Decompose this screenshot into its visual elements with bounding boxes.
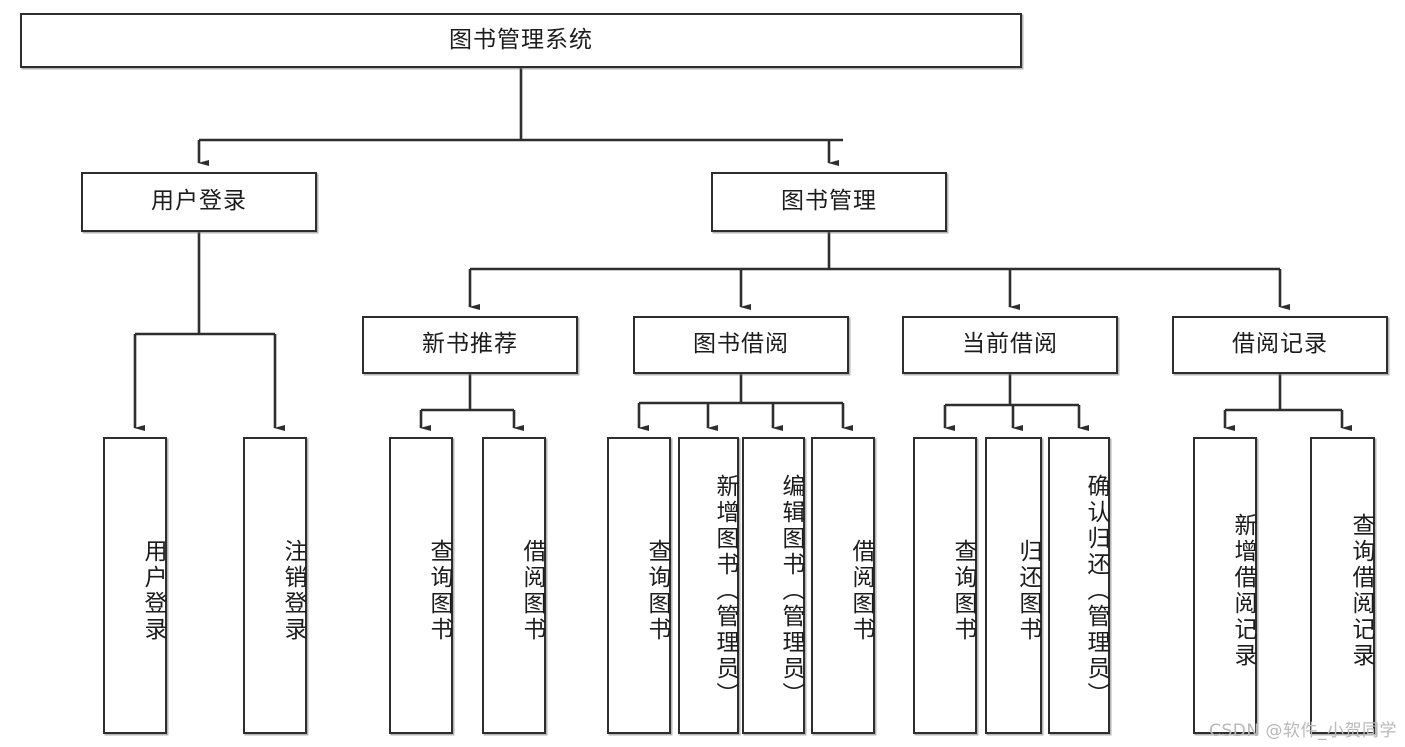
node-label: 新增图书（管理员）: [712, 473, 738, 708]
node-borrow-record[interactable]: 借阅记录: [1172, 316, 1388, 374]
leaf-logout[interactable]: 注销登录: [243, 437, 307, 734]
node-label: 借阅图书: [519, 538, 545, 643]
node-label: 新书推荐: [422, 331, 518, 358]
leaf-query-book-borrow[interactable]: 查询图书: [607, 437, 671, 734]
node-book-borrow[interactable]: 图书借阅: [633, 316, 849, 374]
node-label: 归还图书: [1015, 538, 1041, 643]
node-label: 借阅记录: [1232, 331, 1328, 358]
node-new-book-recommend[interactable]: 新书推荐: [362, 316, 578, 374]
leaf-borrow-book[interactable]: 借阅图书: [811, 437, 875, 734]
leaf-user-login[interactable]: 用户登录: [103, 437, 167, 734]
leaf-add-borrow-record[interactable]: 新增借阅记录: [1193, 437, 1257, 734]
leaf-edit-book-admin[interactable]: 编辑图书（管理员）: [742, 437, 805, 734]
node-label: 查询图书: [426, 538, 452, 643]
node-label: 图书管理: [781, 188, 877, 215]
node-label: 借阅图书: [848, 538, 874, 643]
leaf-confirm-return-admin[interactable]: 确认归还（管理员）: [1048, 437, 1110, 734]
watermark: CSDN @软件_小贺同学: [1209, 721, 1397, 741]
node-label: 图书管理系统: [449, 26, 593, 53]
node-label: 查询图书: [950, 538, 976, 643]
node-root[interactable]: 图书管理系统: [20, 13, 1022, 68]
node-label: 新增借阅记录: [1230, 512, 1256, 669]
leaf-return-book[interactable]: 归还图书: [985, 437, 1042, 734]
node-label: 图书借阅: [693, 331, 789, 358]
node-label: 用户登录: [140, 538, 166, 643]
node-label: 编辑图书（管理员）: [778, 473, 804, 708]
node-label: 用户登录: [151, 188, 247, 215]
leaf-query-borrow-record[interactable]: 查询借阅记录: [1310, 437, 1375, 734]
node-book-management[interactable]: 图书管理: [711, 172, 947, 232]
node-label: 查询图书: [644, 538, 670, 643]
node-label: 确认归还（管理员）: [1083, 473, 1109, 708]
leaf-query-book-recommend[interactable]: 查询图书: [389, 437, 453, 734]
node-current-borrow[interactable]: 当前借阅: [902, 316, 1118, 374]
node-user-login[interactable]: 用户登录: [81, 172, 317, 232]
leaf-query-book-current[interactable]: 查询图书: [913, 437, 977, 734]
leaf-add-book-admin[interactable]: 新增图书（管理员）: [678, 437, 739, 734]
leaf-borrow-book-recommend[interactable]: 借阅图书: [482, 437, 546, 734]
node-label: 当前借阅: [962, 331, 1058, 358]
node-label: 查询借阅记录: [1348, 512, 1374, 669]
node-label: 注销登录: [280, 538, 306, 643]
